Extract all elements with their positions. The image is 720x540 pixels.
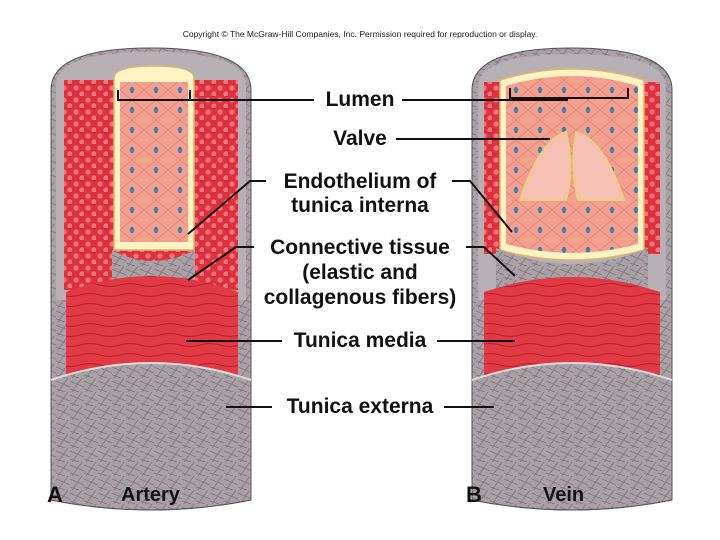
vein-illustration <box>471 47 673 511</box>
panel-letter-b: B <box>466 482 482 507</box>
vein-valve-cusp-right <box>572 130 626 201</box>
leader-lines <box>117 88 629 408</box>
copyright-notice: Copyright © The McGraw-Hill Companies, I… <box>182 29 538 39</box>
label-valve: Valve <box>333 127 387 150</box>
label-endothelium-line1: Endothelium of <box>283 170 437 193</box>
panel-name-artery: Artery <box>121 484 180 506</box>
label-connective-line2: (elastic and <box>302 261 418 284</box>
label-tunica-externa: Tunica externa <box>286 395 434 418</box>
label-endothelium-line2: tunica interna <box>291 194 429 217</box>
vein-valve-cusp-left <box>518 130 572 201</box>
label-tunica-media: Tunica media <box>293 329 427 352</box>
label-lumen: Lumen <box>325 88 395 111</box>
artery-illustration <box>50 47 252 511</box>
label-connective-line1: Connective tissue <box>270 236 450 259</box>
panel-name-vein: Vein <box>543 484 585 506</box>
panel-letter-a: A <box>47 482 63 507</box>
label-connective-line3: collagenous fibers) <box>263 286 457 309</box>
